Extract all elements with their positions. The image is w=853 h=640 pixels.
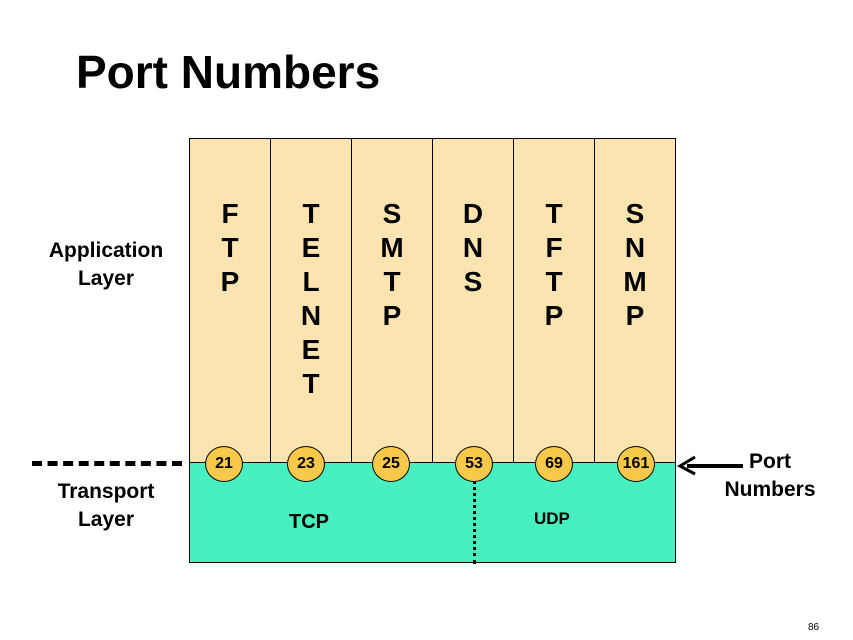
transport-layer-label: Transport Layer (36, 478, 176, 534)
protocol-letter: P (544, 300, 564, 331)
protocol-letter: T (302, 198, 320, 229)
protocol-letter: N (300, 300, 322, 331)
protocol-letter: N (624, 232, 646, 263)
page-title: Port Numbers (76, 46, 381, 98)
port-circle-snmp: 161 (617, 446, 655, 482)
protocol-letter: E (301, 334, 321, 365)
protocol-column-tftp: T F T P (514, 139, 595, 462)
protocol-letter: P (625, 300, 645, 331)
protocol-letter: T (545, 198, 563, 229)
page-number: 86 (808, 622, 820, 633)
protocol-letter: S (625, 198, 645, 229)
transport-layer-box (189, 463, 676, 563)
protocol-ftp: F T P (190, 197, 270, 299)
tcp-label: TCP (289, 511, 329, 533)
protocol-column-telnet: T E L N E T (271, 139, 352, 462)
port-circle-smtp: 25 (372, 446, 410, 482)
protocol-letter: F (221, 198, 239, 229)
port-numbers-label: Port Numbers (710, 448, 830, 504)
protocol-column-smtp: S M T P (352, 139, 433, 462)
protocol-letter: M (623, 266, 647, 297)
port-numbers-arrow-icon (676, 455, 743, 476)
port-circle-tftp: 69 (535, 446, 573, 482)
protocol-letter: P (382, 300, 402, 331)
port-numbers-label-line1: Port (749, 450, 791, 473)
transport-layer-label-line2: Layer (77, 508, 135, 531)
protocol-letter: T (383, 266, 401, 297)
protocol-letter: T (221, 232, 239, 263)
layer-boundary-dashed-line (32, 461, 182, 466)
protocol-letter: F (545, 232, 563, 263)
application-layer-label: Application Layer (36, 237, 176, 293)
protocol-letter: T (302, 368, 320, 399)
protocol-column-ftp: F T P (190, 139, 271, 462)
protocol-column-snmp: S N M P (595, 139, 675, 462)
protocol-letter: P (220, 266, 240, 297)
udp-label: UDP (534, 509, 570, 528)
port-numbers-label-line2: Numbers (724, 478, 816, 501)
tcp-udp-divider (473, 480, 476, 564)
protocol-letter: N (462, 232, 484, 263)
protocol-letter: M (380, 232, 404, 263)
protocol-letter: D (462, 198, 484, 229)
protocol-dns: D N S (433, 197, 513, 299)
protocol-telnet: T E L N E T (271, 197, 351, 401)
port-circle-dns: 53 (455, 446, 493, 482)
protocol-letter: L (302, 266, 320, 297)
protocol-letter: T (545, 266, 563, 297)
transport-layer-label-line1: Transport (57, 480, 155, 503)
protocol-letter: S (463, 266, 483, 297)
application-layer-label-line2: Layer (77, 267, 135, 290)
application-layer-label-line1: Application (48, 239, 164, 262)
port-circle-telnet: 23 (287, 446, 325, 482)
protocol-snmp: S N M P (595, 197, 675, 333)
application-layer-box: F T P T E L N E T S M T P D N S T (189, 138, 676, 463)
protocol-smtp: S M T P (352, 197, 432, 333)
protocol-letter: E (301, 232, 321, 263)
protocol-tftp: T F T P (514, 197, 594, 333)
protocol-letter: S (382, 198, 402, 229)
port-circle-ftp: 21 (205, 446, 243, 482)
protocol-column-dns: D N S (433, 139, 514, 462)
